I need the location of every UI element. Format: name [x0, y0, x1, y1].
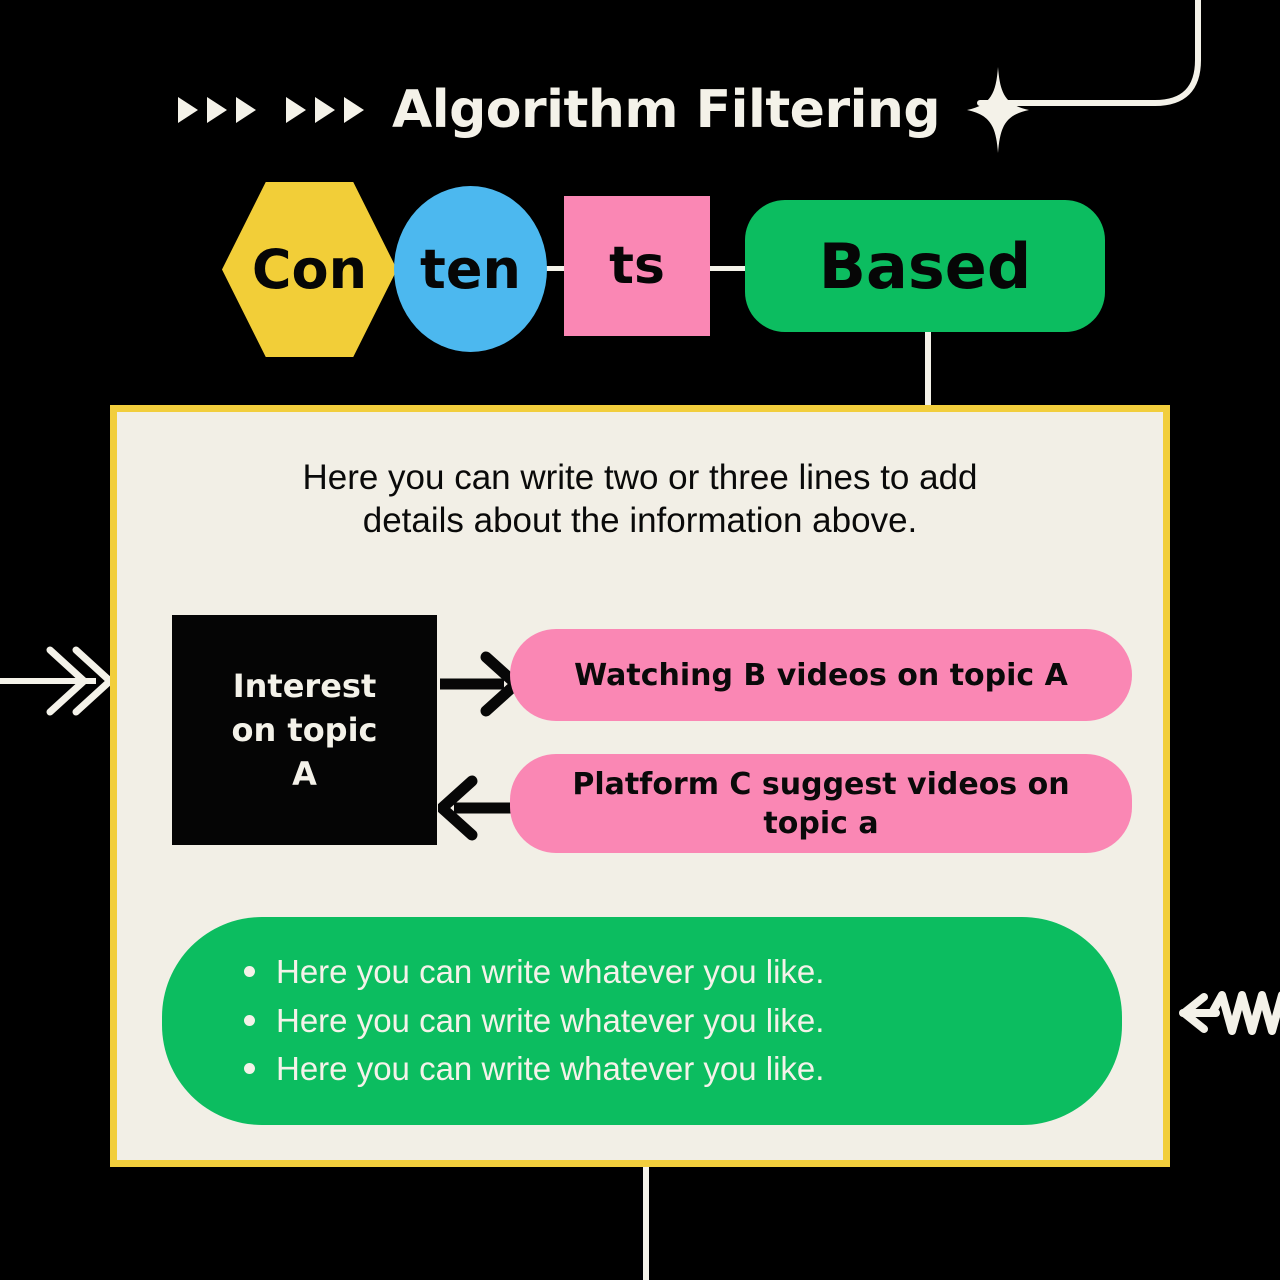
- page-title: Algorithm Filtering: [392, 80, 941, 140]
- left-double-chevron-arrow: [0, 646, 114, 716]
- card-lead-line-2: details about the information above.: [362, 501, 918, 541]
- bullet-text: Here you can write whatever you like.: [276, 1050, 825, 1088]
- right-zigzag-arrow: [1179, 991, 1280, 1035]
- pill-label: Platform C suggest videos on topic a: [572, 766, 1070, 841]
- list-item: Here you can write whatever you like.: [244, 1045, 1122, 1094]
- triangle-right-icon: [178, 97, 198, 123]
- triangle-group-left: [178, 97, 256, 123]
- card-lead-text: Here you can write two or three lines to…: [163, 456, 1117, 543]
- shape-connector-2: [538, 266, 572, 271]
- triangle-right-icon: [286, 97, 306, 123]
- pill-platform-suggest[interactable]: Platform C suggest videos on topic a: [510, 754, 1132, 853]
- triangle-right-icon: [236, 97, 256, 123]
- pill-watching-videos[interactable]: Watching B videos on topic A: [510, 629, 1132, 721]
- triangle-right-icon: [344, 97, 364, 123]
- list-item: Here you can write whatever you like.: [244, 997, 1122, 1046]
- shape-rectangle-ts[interactable]: ts: [564, 196, 710, 336]
- bullet-text: Here you can write whatever you like.: [276, 953, 825, 991]
- shape-label: Based: [818, 229, 1032, 303]
- shape-label: ten: [420, 237, 521, 301]
- card-lead-line-1: Here you can write two or three lines to…: [302, 458, 978, 497]
- bullet-dot-icon: [244, 1063, 255, 1075]
- list-item: Here you can write whatever you like.: [244, 948, 1122, 997]
- triangle-right-icon: [315, 97, 335, 123]
- interest-flow-block: Interest on topic A Watching B videos on…: [172, 615, 1132, 853]
- interest-line-3: A: [292, 755, 317, 794]
- triangle-right-icon: [207, 97, 227, 123]
- shape-connector-3: [702, 266, 754, 271]
- interest-box[interactable]: Interest on topic A: [172, 615, 437, 845]
- arrow-left-icon: [438, 775, 518, 841]
- pill-label: Watching B videos on topic A: [574, 657, 1068, 693]
- header-title-row: Algorithm Filtering: [178, 67, 1030, 153]
- interest-line-2: on topic: [231, 710, 378, 749]
- sparkle-star-icon: [966, 67, 1030, 153]
- main-content-card: Here you can write two or three lines to…: [110, 405, 1170, 1167]
- bullet-text: Here you can write whatever you like.: [276, 1001, 825, 1039]
- shape-word-row: Con ten: [0, 182, 1280, 357]
- shape-ellipse-ten[interactable]: ten: [394, 186, 547, 352]
- triangle-group-right: [286, 97, 364, 123]
- bullet-list-panel: Here you can write whatever you like. He…: [162, 917, 1122, 1125]
- shape-label: ts: [609, 236, 665, 296]
- shape-rounded-based[interactable]: Based: [745, 200, 1105, 332]
- interest-line-1: Interest: [232, 666, 377, 705]
- shape-label: Con: [251, 238, 368, 301]
- bullet-dot-icon: [244, 966, 255, 978]
- shape-hexagon-con[interactable]: Con: [222, 182, 397, 357]
- bullet-dot-icon: [244, 1014, 255, 1026]
- arrow-right-icon: [440, 651, 520, 717]
